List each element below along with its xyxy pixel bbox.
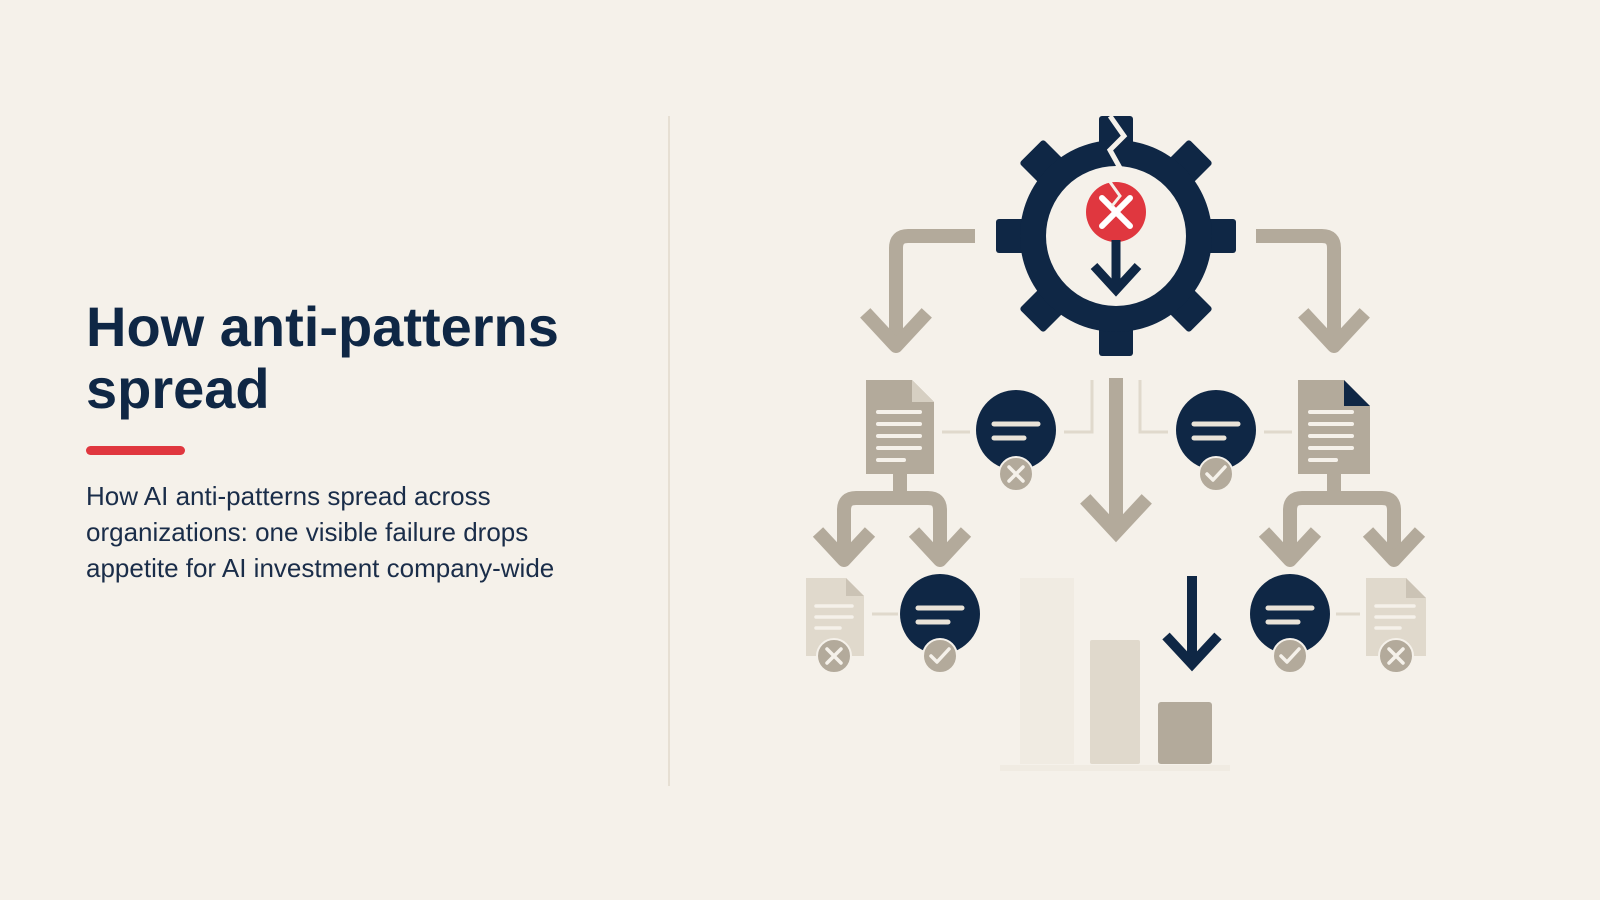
document-icon (866, 380, 934, 474)
split-arrow-right-icon (1258, 474, 1426, 567)
decline-arrow-icon (1162, 576, 1222, 672)
elbow-arrow-left-icon (860, 229, 975, 353)
vertical-divider (668, 116, 670, 786)
failure-x-icon (1086, 181, 1146, 242)
document-icon (1366, 578, 1426, 656)
connector-lines (872, 380, 1360, 616)
slide-subtitle: How AI anti-patterns spread across organ… (86, 481, 555, 583)
slide-title: How anti-patterns spread (86, 295, 559, 420)
document-icon (806, 578, 864, 656)
check-badge-icon (1272, 638, 1308, 674)
x-badge-icon (816, 638, 852, 674)
speech-bubble-icon (1176, 390, 1256, 470)
x-badge-icon (1378, 638, 1414, 674)
speech-bubble-icon (1250, 574, 1330, 654)
speech-bubble-icon (976, 390, 1056, 470)
speech-bubble-icon (900, 574, 980, 654)
title-accent-bar (86, 446, 185, 455)
declining-bar-chart-icon (1000, 578, 1230, 771)
elbow-arrow-right-icon (1256, 229, 1370, 353)
x-badge-icon (998, 456, 1034, 492)
down-arrow-icon (1090, 240, 1142, 297)
split-arrow-left-icon (812, 474, 972, 567)
center-down-arrow-icon (1080, 378, 1152, 543)
document-icon (1298, 380, 1370, 474)
check-badge-icon (1198, 456, 1234, 492)
check-badge-icon (922, 638, 958, 674)
